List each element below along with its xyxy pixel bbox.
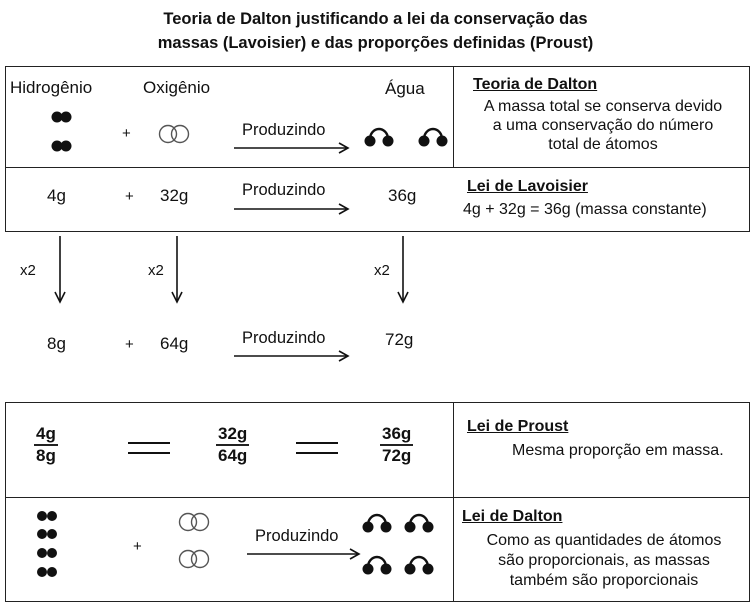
water-mass: 36g (388, 186, 417, 205)
plus-sign: + (133, 538, 142, 555)
oxygen-mass-doubled: 64g (160, 334, 189, 353)
equals-sign (128, 442, 170, 454)
dalton-law-line1: Como as quantidades de átomos (486, 532, 722, 549)
bottom-table-row-divider (5, 497, 750, 498)
hydrogen-label: Hidrogênio (10, 78, 93, 97)
down-arrow (54, 236, 66, 304)
hydrogen-mass-doubled: 8g (47, 334, 66, 353)
fraction-denominator: 64g (218, 446, 248, 465)
diagram-title-line2: massas (Lavoisier) e das proporções defi… (157, 34, 594, 52)
multiplier-label: x2 (374, 262, 390, 279)
reaction-arrow (234, 350, 350, 362)
dalton-theory-line3: total de átomos (548, 136, 658, 153)
multiplier-label: x2 (148, 262, 164, 279)
fraction-oxygen: 32g 64g (216, 424, 250, 466)
dalton-law-heading: Lei de Dalton (462, 508, 563, 525)
water-molecules-icon (362, 513, 434, 575)
produces-label: Produzindo (242, 329, 326, 347)
produces-label: Produzindo (255, 527, 339, 545)
produces-label: Produzindo (242, 181, 326, 199)
reaction-arrow (234, 142, 350, 154)
bottom-table-col-divider (453, 402, 454, 602)
plus-sign: + (122, 125, 131, 142)
dalton-law-line2: são proporcionais, as massas (498, 552, 710, 569)
dalton-theory-line2: a uma conservação do número (492, 117, 714, 134)
equals-sign (296, 442, 338, 454)
fraction-numerator: 32g (216, 424, 250, 446)
proust-text: Mesma proporção em massa. (512, 442, 724, 459)
down-arrow (397, 236, 409, 304)
oxygen-mass: 32g (160, 186, 189, 205)
reaction-arrow (234, 203, 350, 215)
water-mass-doubled: 72g (385, 330, 414, 349)
proust-heading: Lei de Proust (467, 418, 569, 435)
plus-sign: + (125, 188, 134, 205)
hydrogen-molecules-icon (37, 511, 57, 577)
lavoisier-heading: Lei de Lavoisier (467, 178, 588, 195)
top-table (5, 66, 750, 232)
oxygen-molecule-icon (158, 124, 190, 144)
fraction-denominator: 72g (382, 446, 412, 465)
water-molecules-icon (364, 127, 448, 147)
dalton-theory-line1: A massa total se conserva devido (483, 98, 723, 115)
fraction-water: 36g 72g (380, 424, 414, 466)
produces-label: Produzindo (242, 121, 326, 139)
water-label: Água (385, 79, 425, 98)
down-arrow (171, 236, 183, 304)
fraction-numerator: 4g (34, 424, 58, 446)
hydrogen-mass: 4g (47, 186, 66, 205)
oxygen-molecules-icon (178, 512, 210, 569)
multiplier-label: x2 (20, 262, 36, 279)
diagram-title-line1: Teoria de Dalton justificando a lei da c… (163, 10, 588, 28)
fraction-hydrogen: 4g 8g (34, 424, 58, 466)
dalton-law-line3: também são proporcionais (509, 572, 699, 589)
oxygen-label: Oxigênio (143, 78, 211, 97)
top-table-col-divider (453, 66, 454, 167)
plus-sign: + (125, 336, 134, 353)
reaction-arrow (247, 548, 361, 560)
top-table-row-divider (5, 167, 750, 168)
hydrogen-molecules-icon (51, 111, 72, 152)
dalton-theory-heading: Teoria de Dalton (473, 76, 598, 93)
lavoisier-text: 4g + 32g = 36g (massa constante) (463, 201, 707, 218)
fraction-denominator: 8g (36, 446, 56, 465)
fraction-numerator: 36g (380, 424, 414, 446)
